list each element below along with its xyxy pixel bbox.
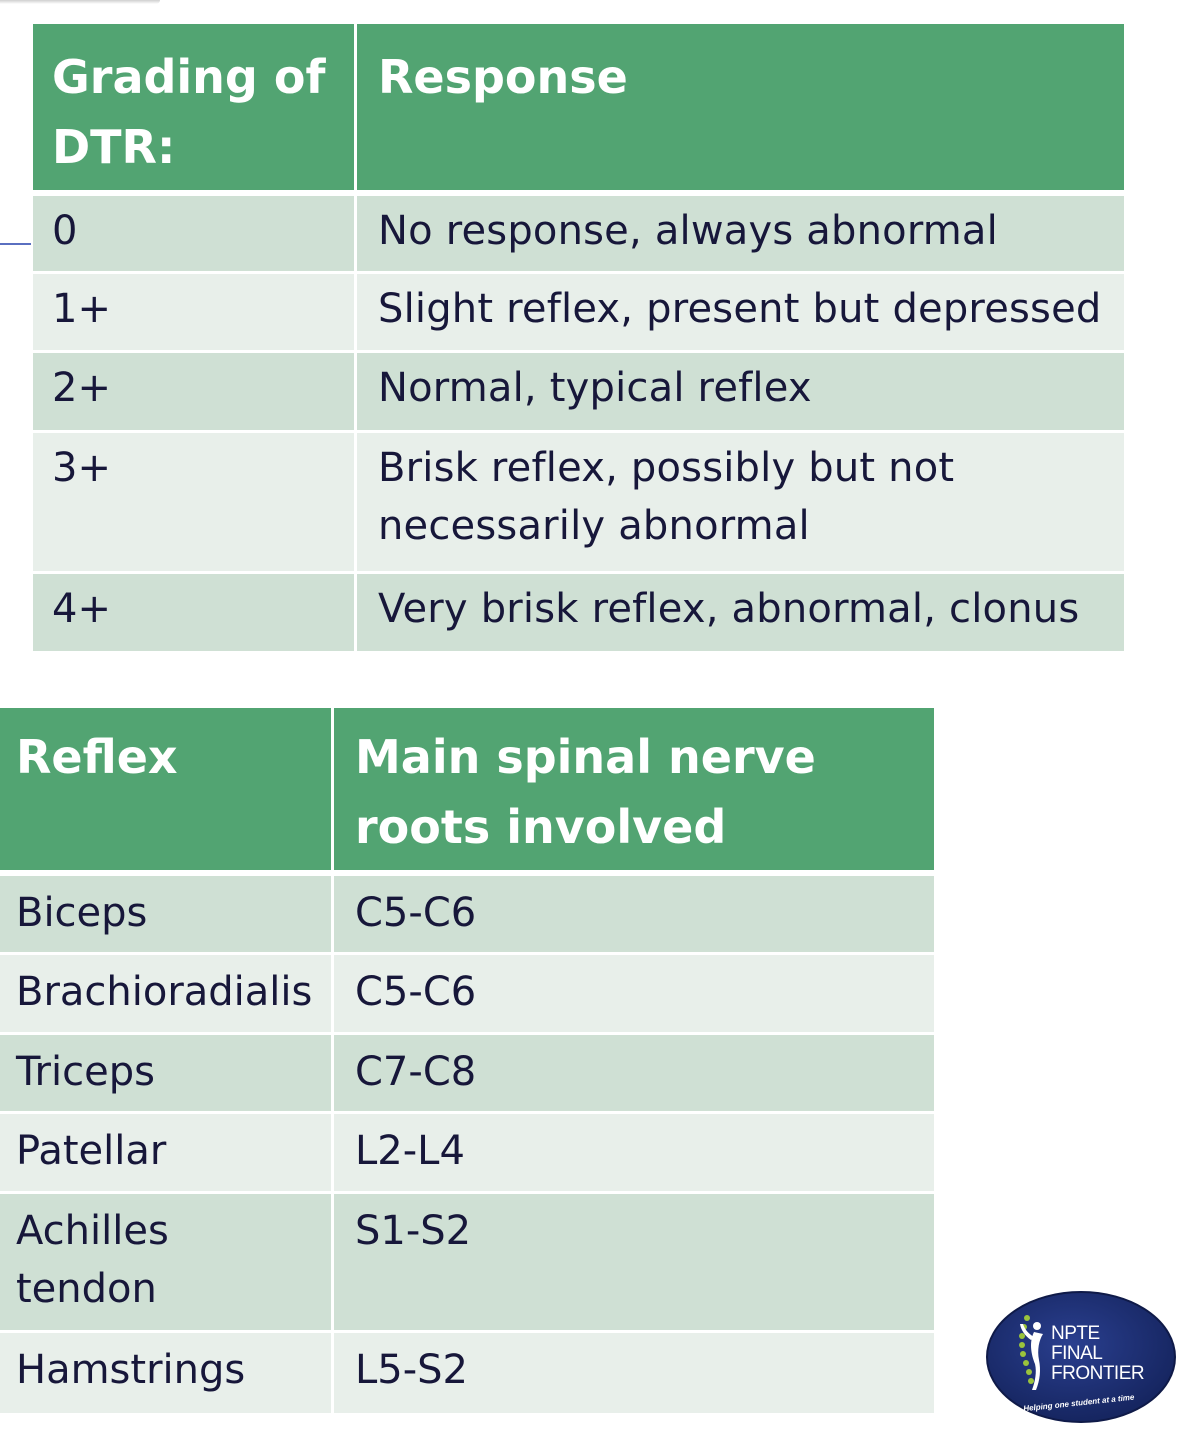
table-row: 1+ Slight reflex, present but depressed [33, 274, 1124, 353]
roots-cell: L2-L4 [334, 1114, 934, 1194]
npte-final-frontier-logo: NPTE FINAL FRONTIER Helping one student … [985, 1290, 1177, 1424]
table-row: Hamstrings L5-S2 [0, 1333, 934, 1413]
roots-cell: C5-C6 [334, 876, 934, 955]
table-row: 3+ Brisk reflex, possibly but not necess… [33, 433, 1124, 574]
table-row: Achilles tendon S1-S2 [0, 1194, 934, 1333]
logo-line-frontier: FRONTIER [1051, 1363, 1145, 1384]
roots-cell: L5-S2 [334, 1333, 934, 1413]
logo-line-final: FINAL [1051, 1343, 1103, 1364]
roots-cell: S1-S2 [334, 1194, 934, 1333]
reflex-cell: Biceps [0, 876, 334, 955]
grade-cell: 1+ [33, 274, 357, 353]
table-header-row: Grading of DTR: Response [33, 24, 1124, 196]
reflex-cell: Achilles tendon [0, 1194, 334, 1333]
table-row: 0 No response, always abnormal [33, 196, 1124, 274]
grade-cell: 4+ [33, 574, 357, 651]
header-response: Response [357, 24, 1124, 196]
table-row: Triceps C7-C8 [0, 1035, 934, 1114]
decorative-line [0, 243, 31, 245]
window-edge-shadow [0, 0, 160, 4]
roots-cell: C5-C6 [334, 955, 934, 1035]
header-grading: Grading of DTR: [33, 24, 357, 196]
table-header-row: Reflex Main spinal nerve roots involved [0, 708, 934, 876]
logo-line-npte: NPTE [1051, 1323, 1100, 1344]
reflex-nerve-root-table: Reflex Main spinal nerve roots involved … [0, 708, 934, 1413]
table-row: Biceps C5-C6 [0, 876, 934, 955]
figure-icon [1020, 1322, 1043, 1390]
response-cell: Slight reflex, present but depressed [357, 274, 1124, 353]
header-reflex: Reflex [0, 708, 334, 876]
response-cell: Brisk reflex, possibly but not necessari… [357, 433, 1124, 574]
table-row: Patellar L2-L4 [0, 1114, 934, 1194]
logo-badge-icon [986, 1291, 1176, 1423]
header-nerve-roots: Main spinal nerve roots involved [334, 708, 934, 876]
reflex-cell: Hamstrings [0, 1333, 334, 1413]
reflex-cell: Brachioradialis [0, 955, 334, 1035]
response-cell: Normal, typical reflex [357, 353, 1124, 433]
reflex-cell: Patellar [0, 1114, 334, 1194]
table-row: Brachioradialis C5-C6 [0, 955, 934, 1035]
grade-cell: 3+ [33, 433, 357, 574]
table-row: 4+ Very brisk reflex, abnormal, clonus [33, 574, 1124, 651]
response-cell: Very brisk reflex, abnormal, clonus [357, 574, 1124, 651]
reflex-cell: Triceps [0, 1035, 334, 1114]
roots-cell: C7-C8 [334, 1035, 934, 1114]
grade-cell: 2+ [33, 353, 357, 433]
table-row: 2+ Normal, typical reflex [33, 353, 1124, 433]
grade-cell: 0 [33, 196, 357, 274]
response-cell: No response, always abnormal [357, 196, 1124, 274]
logo-wordmark: NPTE FINAL FRONTIER [1051, 1323, 1145, 1384]
dtr-grading-table: Grading of DTR: Response 0 No response, … [33, 24, 1124, 651]
